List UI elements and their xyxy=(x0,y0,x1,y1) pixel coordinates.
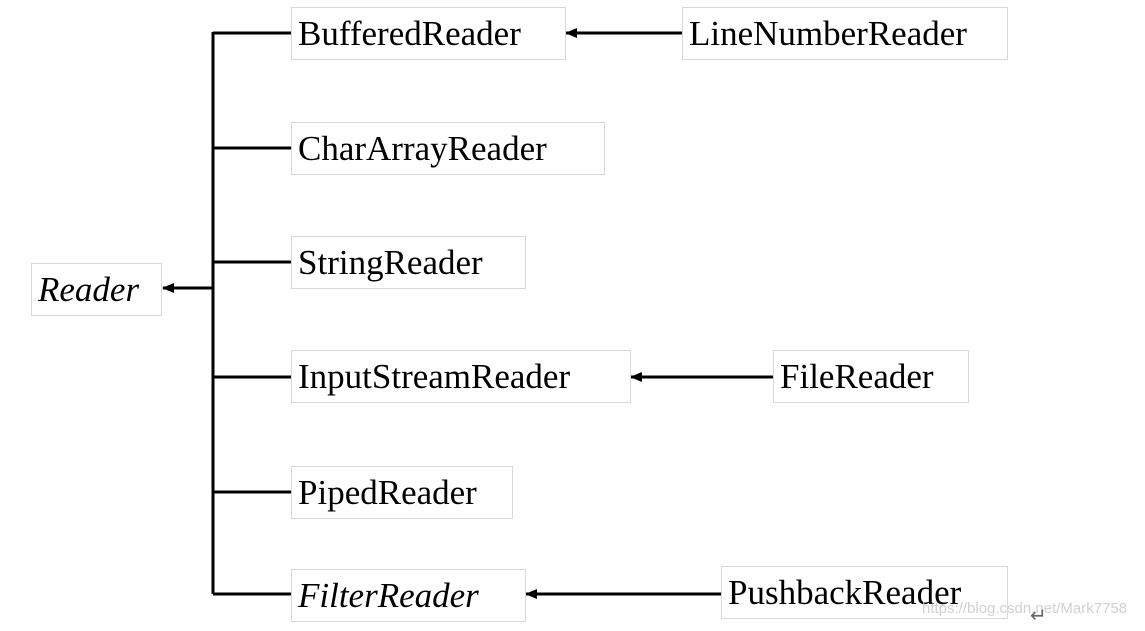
node-stringreader: StringReader xyxy=(291,236,526,289)
node-label: LineNumberReader xyxy=(689,14,967,53)
node-label: BufferedReader xyxy=(298,14,521,53)
node-filterreader: FilterReader xyxy=(291,569,526,622)
node-label: InputStreamReader xyxy=(298,357,571,396)
node-label: CharArrayReader xyxy=(298,129,547,168)
node-pushbackreader: PushbackReader xyxy=(721,566,1008,619)
node-reader: Reader xyxy=(31,263,162,316)
node-label: StringReader xyxy=(298,243,483,282)
node-label: FilterReader xyxy=(298,576,479,615)
watermark: https://blog.csdn.net/Mark7758 xyxy=(922,600,1128,617)
node-filereader: FileReader xyxy=(773,350,969,403)
return-mark-icon: ↵ xyxy=(1030,603,1047,627)
node-label: Reader xyxy=(38,270,140,309)
node-label: PipedReader xyxy=(298,473,477,512)
node-bufferedreader: BufferedReader xyxy=(291,7,566,60)
node-inputstreamreader: InputStreamReader xyxy=(291,350,631,403)
node-label: PushbackReader xyxy=(728,573,962,612)
node-label: FileReader xyxy=(780,357,934,396)
node-pipedreader: PipedReader xyxy=(291,466,513,519)
node-chararrayreader: CharArrayReader xyxy=(291,122,605,175)
node-linenumberreader: LineNumberReader xyxy=(682,7,1008,60)
